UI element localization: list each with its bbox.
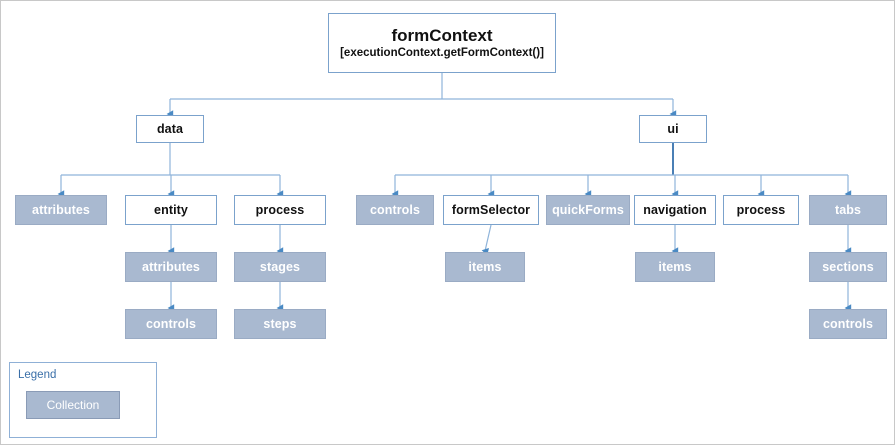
node-process-stages-label: stages xyxy=(259,259,301,274)
node-process-steps[interactable]: steps xyxy=(234,309,326,339)
node-data-process[interactable]: process xyxy=(234,195,326,225)
legend-collection-swatch: Collection xyxy=(26,391,120,419)
node-data-attributes-label: attributes xyxy=(32,202,90,217)
node-process-stages[interactable]: stages xyxy=(234,252,326,282)
node-tabs[interactable]: tabs xyxy=(809,195,887,225)
node-formSelector[interactable]: formSelector xyxy=(443,195,539,225)
node-sections-controls-label: controls xyxy=(822,316,874,331)
node-ui-process[interactable]: process xyxy=(723,195,799,225)
node-data-attributes[interactable]: attributes xyxy=(15,195,107,225)
node-entity-label: entity xyxy=(154,202,188,217)
node-entity-controls-label: controls xyxy=(145,316,197,331)
legend-title: Legend xyxy=(18,369,57,381)
node-entity-controls[interactable]: controls xyxy=(125,309,217,339)
node-ui-process-label: process xyxy=(736,202,786,217)
node-entity[interactable]: entity xyxy=(125,195,217,225)
node-tabs-label: tabs xyxy=(834,202,862,217)
node-quickForms[interactable]: quickForms xyxy=(546,195,630,225)
legend: Legend Collection xyxy=(9,362,157,438)
node-process-steps-label: steps xyxy=(263,316,297,331)
node-formSelector-items-label: items xyxy=(468,259,502,274)
node-formContext[interactable]: formContext [executionContext.getFormCont… xyxy=(328,13,556,73)
node-data-label: data xyxy=(156,121,184,136)
node-tabs-sections[interactable]: sections xyxy=(809,252,887,282)
node-formContext-label: formContext xyxy=(391,25,493,45)
node-data[interactable]: data xyxy=(136,115,204,143)
node-sections-controls[interactable]: controls xyxy=(809,309,887,339)
node-ui[interactable]: ui xyxy=(639,115,707,143)
node-tabs-sections-label: sections xyxy=(822,259,874,274)
node-navigation[interactable]: navigation xyxy=(634,195,716,225)
node-entity-attributes[interactable]: attributes xyxy=(125,252,217,282)
node-formSelector-label: formSelector xyxy=(451,202,531,217)
node-data-process-label: process xyxy=(255,202,305,217)
node-entity-attributes-label: attributes xyxy=(142,259,200,274)
node-ui-controls-label: controls xyxy=(369,202,421,217)
node-formSelector-items[interactable]: items xyxy=(445,252,525,282)
node-navigation-items[interactable]: items xyxy=(635,252,715,282)
node-ui-controls[interactable]: controls xyxy=(356,195,434,225)
node-ui-label: ui xyxy=(667,121,679,136)
node-navigation-items-label: items xyxy=(658,259,692,274)
node-quickForms-label: quickForms xyxy=(552,202,624,217)
node-navigation-label: navigation xyxy=(643,202,707,217)
node-formContext-sublabel: [executionContext.getFormContext()] xyxy=(340,47,544,60)
